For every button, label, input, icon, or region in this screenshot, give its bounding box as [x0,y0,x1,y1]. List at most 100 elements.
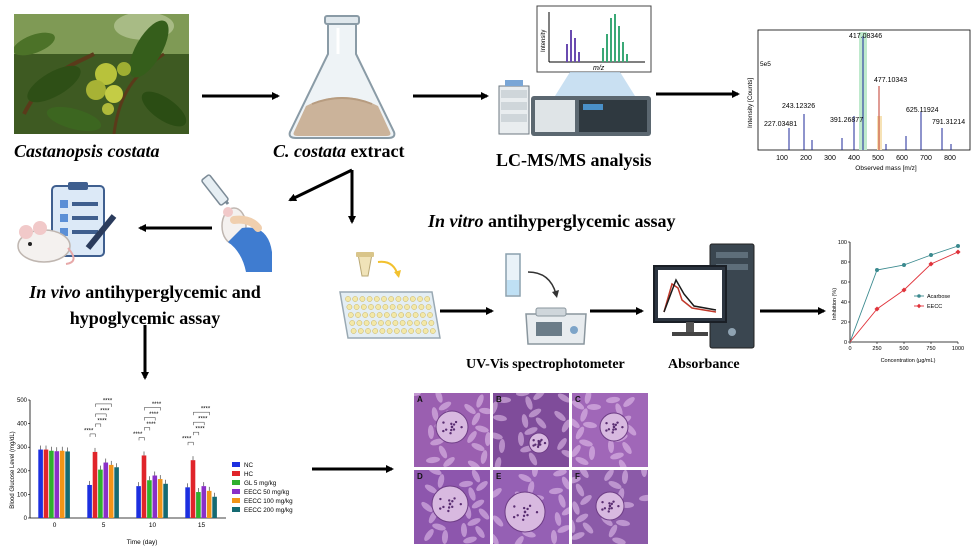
tissue-texture [480,450,488,464]
tissue-texture [535,417,547,429]
well [405,312,412,318]
tissue-texture [476,481,488,491]
nucleus [439,507,442,510]
tissue-texture [554,512,562,526]
tissue-texture [432,523,446,531]
significance-bracket [138,437,145,441]
tissue-texture [561,419,569,433]
nucleus [452,428,456,431]
significance-bracket [144,407,161,411]
tissue-texture [431,407,439,421]
tissue-texture [476,394,484,408]
blood-glucose-bar-chart: Blood Glucose Level (mg/dL) Time (day) 0… [10,398,293,546]
nucleus [522,514,526,518]
tissue-texture [561,506,569,516]
well [421,320,428,326]
arrow-extract-to-invivo [288,168,353,202]
tissue-texture [443,457,455,467]
tissue-texture [497,397,511,403]
significance-bracket [95,423,102,427]
significance-bracket [144,417,156,421]
panel-letter: B [496,395,502,404]
tissue-texture [554,410,566,422]
well [406,320,413,326]
bar-chart-ytick: 0 [24,516,28,522]
legend-label: EECC 50 mg/kg [244,489,290,496]
nucleus [537,443,540,447]
well [368,304,374,310]
well [393,328,400,334]
tissue-texture [582,522,594,534]
line-chart-ytick: 80 [841,260,847,266]
tissue-texture [553,470,567,477]
nucleus [614,427,617,431]
well [345,296,351,302]
nucleus [448,499,451,502]
nucleus [621,425,624,429]
significance-stars: **** [195,427,205,433]
nucleus [607,510,610,513]
bar [152,475,158,518]
legend-swatch [232,480,240,485]
peak-label: 417.08346 [849,33,882,40]
well [370,320,377,326]
rat-clipboard-icon [17,182,117,265]
histology-panel-b: B [493,393,569,467]
bar [114,467,119,518]
tissue-texture [623,397,635,407]
bar [54,451,60,518]
nucleus [450,422,453,426]
legend-swatch [232,507,240,512]
nucleus [607,428,611,431]
tissue-texture [467,460,481,467]
injection-rat-icon [201,174,272,272]
tissue-texture [493,414,507,422]
peak-label: 227.03481 [764,121,797,128]
well [425,304,432,310]
tissue-texture [517,432,525,446]
lcms-instrument: Intensity m/z [498,5,652,136]
tissue-texture [572,445,581,457]
well [389,304,396,310]
well [381,296,387,302]
tissue-texture [579,470,589,478]
peak-label: 477.10343 [874,77,907,84]
bar [163,483,168,518]
peak-label: 391.26877 [830,117,863,124]
well [388,296,395,302]
histology-panel-c: C [572,393,648,467]
nucleus [442,421,445,424]
legend-label: EECC 100 mg/kg [244,498,293,505]
well [362,312,369,318]
peak-label: 243.12326 [782,103,815,110]
bar [190,460,196,518]
bar [147,480,152,518]
tissue-texture [514,536,524,544]
well [375,304,382,310]
nucleus [453,497,456,500]
ms-inset-xlabel: m/z [593,65,605,72]
well [382,304,389,310]
line-chart-ytick: 100 [838,240,847,246]
tissue-texture [463,536,477,544]
nucleus [608,507,611,510]
line-chart-ytick: 20 [841,320,847,326]
nucleus [451,500,454,503]
nucleus [450,425,454,429]
tissue-texture [414,393,421,396]
well [391,312,397,318]
nucleus [447,506,451,509]
significance-bracket [193,411,210,416]
tissue-texture [575,483,585,497]
nucleus [444,428,448,431]
tissue-texture [612,537,626,544]
tissue-texture [580,495,592,505]
significance-stars: **** [97,418,107,424]
bar-chart-xtick: 5 [102,522,106,529]
panel-letter: C [575,395,581,404]
significance-bracket [193,431,200,436]
ms-xtick: 400 [848,155,860,162]
nucleus [460,425,463,429]
tissue-texture [430,438,444,446]
